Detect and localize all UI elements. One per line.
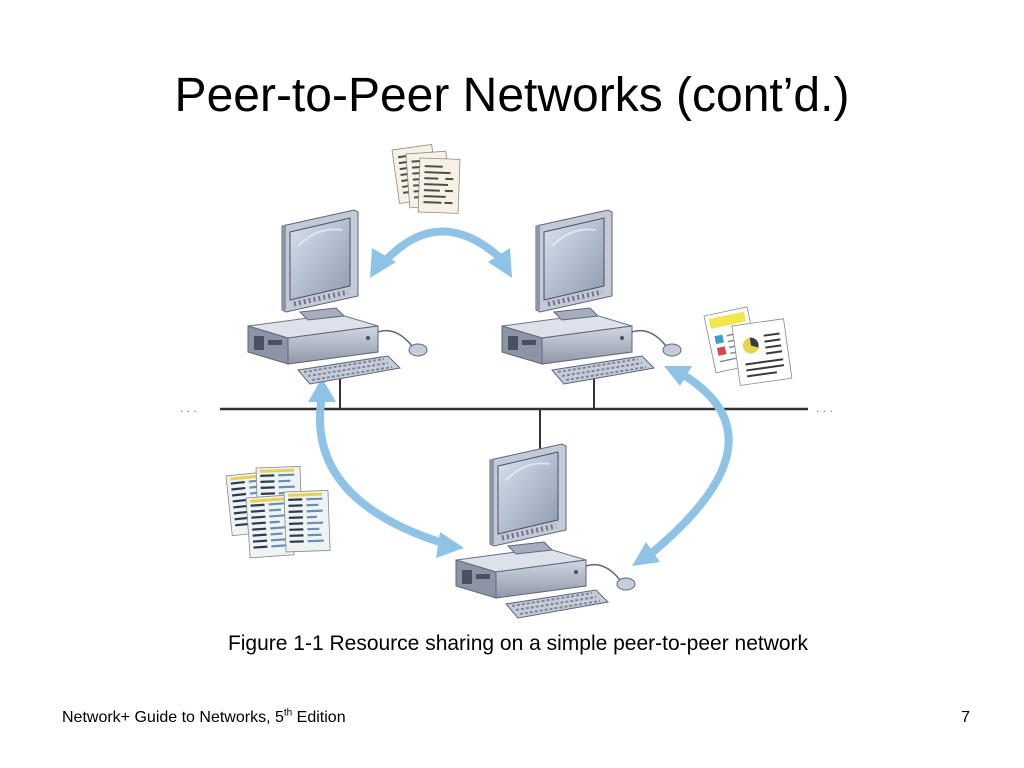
- footer-book-title-suffix: Edition: [292, 709, 346, 726]
- figure-caption: Figure 1-1 Resource sharing on a simple …: [227, 632, 809, 655]
- arrow-right-head-bottom: [632, 542, 660, 566]
- computer-top-left: [248, 210, 427, 384]
- arrow-left-head-top: [308, 378, 336, 402]
- footer-edition-superscript: th: [283, 707, 293, 719]
- arrow-right: [644, 370, 733, 560]
- arrow-top: [384, 227, 502, 262]
- bus-ellipsis-left: . . .: [180, 401, 197, 415]
- computer-bottom: [456, 444, 635, 618]
- arrow-top-head-left: [370, 248, 396, 278]
- footer-book-title: Network+ Guide to Networks, 5th Edition: [62, 707, 346, 729]
- page-number: 7: [961, 709, 970, 726]
- shared-brochures-icon: [703, 306, 793, 386]
- computer-top-right: [502, 210, 681, 384]
- arrow-left-head-bottom: [436, 532, 464, 558]
- arrow-right-head-top: [664, 366, 692, 386]
- arrow-top-head-right: [488, 248, 512, 278]
- bus-ellipsis-right: . . .: [816, 401, 833, 415]
- shared-documents-icon: [391, 143, 461, 215]
- footer-book-title-prefix: Network+ Guide to Networks, 5: [62, 709, 284, 726]
- arrow-left: [316, 392, 450, 548]
- slide-title: Peer-to-Peer Networks (cont’d.): [174, 69, 850, 122]
- shared-spreadsheets-icon: [224, 465, 332, 559]
